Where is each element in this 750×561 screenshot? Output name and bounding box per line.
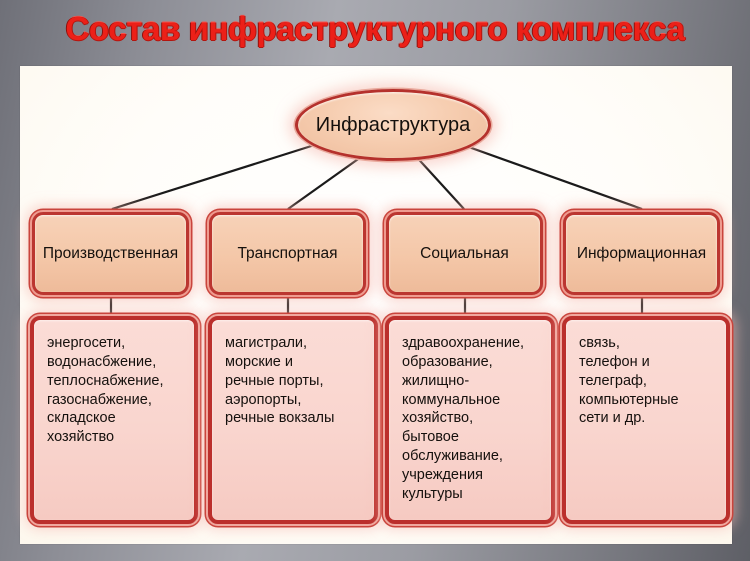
root-node-infrastructure: Инфраструктура (295, 89, 491, 161)
detail-box-social: здравоохранение, образование, жилищно- к… (385, 316, 555, 524)
category-box-transport: Транспортная (209, 212, 366, 295)
category-box-social: Социальная (386, 212, 543, 295)
detail-text: магистрали, морские и речные порты, аэро… (225, 335, 335, 427)
category-box-information: Информационная (563, 212, 720, 295)
category-box-production: Производственная (32, 212, 189, 295)
detail-box-information: связь, телефон и телеграф, компьютерные … (562, 316, 730, 524)
page-title: Состав инфраструктурного комплекса (65, 10, 685, 47)
category-label: Социальная (420, 244, 509, 262)
category-label: Транспортная (237, 244, 338, 262)
slide-title-band: Состав инфраструктурного комплекса (0, 0, 750, 58)
detail-box-transport: магистрали, морские и речные порты, аэро… (208, 316, 378, 524)
root-node-label: Инфраструктура (315, 113, 471, 136)
detail-text: здравоохранение, образование, жилищно- к… (402, 335, 525, 502)
category-label: Производственная (42, 244, 179, 262)
detail-box-production: энергосети, водонасбжение, теплоснабжени… (30, 316, 198, 524)
detail-text: связь, телефон и телеграф, компьютерные … (579, 335, 679, 427)
category-label: Информационная (576, 244, 707, 262)
diagram-canvas: Инфраструктура Производственная Транспор… (20, 66, 732, 544)
detail-text: энергосети, водонасбжение, теплоснабжени… (47, 335, 164, 446)
